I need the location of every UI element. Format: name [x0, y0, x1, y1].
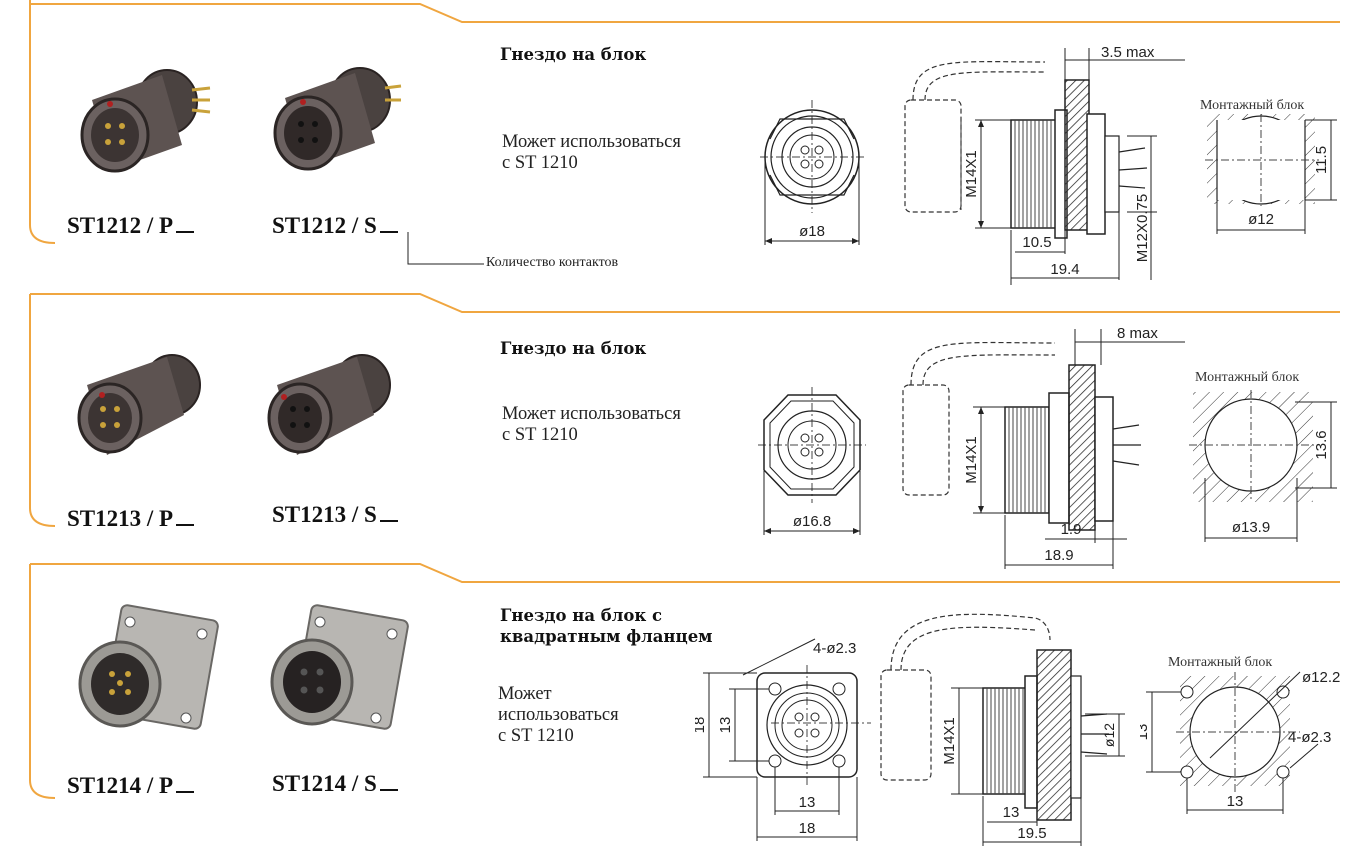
compatibility-note: Может использоваться с ST 1210: [502, 404, 681, 446]
front-view-drawing: ø18: [760, 100, 864, 245]
product-photo-st1213-p: [77, 354, 201, 455]
dim-cutout-holes: 4-ø2.3: [1288, 729, 1331, 746]
model-label-s: ST1212 / S: [272, 213, 398, 239]
dim-flange-height: 18: [695, 717, 708, 734]
dim-front-diameter: ø16.8: [793, 513, 831, 530]
section-heading: Гнездо на блок с квадратным фланцем: [500, 605, 713, 647]
compat-line: с ST 1210: [498, 726, 574, 746]
compatibility-note: Может использоваться с ST 1210: [498, 684, 619, 747]
product-section-st1213: ST1213 / P ST1213 / S Гнездо на блок Мож…: [0, 290, 1361, 569]
mount-cutout-drawing: 11.5 ø12: [1205, 114, 1337, 234]
dim-cutout-diameter: ø12: [1248, 211, 1274, 228]
model-text: ST1213 / P: [67, 506, 174, 531]
model-label-s: ST1213 / S: [272, 502, 398, 528]
mount-cutout-drawing: 13.6 ø13.9: [1189, 390, 1337, 542]
dim-length-2: 18.9: [1044, 547, 1073, 564]
dim-thread: M14X1: [941, 717, 958, 765]
dim-cutout-height: 13: [1140, 724, 1151, 741]
contact-count-leader: [407, 232, 484, 265]
product-photo-st1213-s: [267, 354, 391, 455]
mount-label: Монтажный блок: [1200, 98, 1305, 113]
heading-line: Гнездо на блок с: [500, 606, 663, 625]
mount-cutout-drawing: ø12.2 4-ø2.3 13 13: [1140, 670, 1340, 814]
dim-length-2: 19.5: [1017, 825, 1046, 842]
model-text: ST1213 / S: [272, 502, 377, 527]
compat-line: с ST 1210: [502, 425, 578, 445]
compatibility-note: Может использоваться с ST 1210: [502, 132, 681, 174]
product-section-st1212: ST1212 / P ST1212 / S Количество контакт…: [0, 0, 1361, 290]
section-frame: [29, 563, 1340, 799]
dim-cutout-height: 13.6: [1313, 430, 1330, 459]
mount-label: Монтажный блок: [1168, 655, 1273, 670]
compat-line: с ST 1210: [502, 153, 578, 173]
model-text: ST1212 / P: [67, 213, 174, 238]
dim-hole-spacing-v: 13: [717, 717, 734, 734]
model-text: ST1214 / S: [272, 771, 377, 796]
dim-hole-spacing-h: 13: [799, 794, 816, 811]
product-photo-st1212-s: [273, 67, 402, 171]
dim-length-1: 1.9: [1061, 521, 1082, 538]
side-view-drawing: M14X1 3.5 max 10.5 19.4 M12X0.75: [904, 44, 1185, 285]
model-text: ST1214 / P: [67, 773, 174, 798]
product-section-st1214: ST1214 / P ST1214 / S Гнездо на блок с к…: [0, 560, 1361, 849]
dim-rear-thread: M12X0.75: [1134, 194, 1151, 262]
side-view-drawing: M14X1 13 19.5 ø12: [880, 613, 1125, 846]
dim-max-panel: 3.5 max: [1101, 44, 1155, 61]
contact-count-label: Количество контактов: [486, 255, 619, 270]
heading-line: Гнездо на блок: [500, 45, 647, 64]
section-heading: Гнездо на блок: [500, 338, 646, 359]
model-label-p: ST1214 / P: [67, 773, 195, 799]
dim-cutout-height: 11.5: [1313, 146, 1330, 174]
side-view-drawing: M14X1 8 max 1.9 18.9: [902, 325, 1185, 569]
section-frame: [29, 0, 1340, 244]
dim-cutout-width: 13: [1227, 793, 1244, 810]
compat-line: Может использоваться: [502, 132, 681, 152]
heading-line: квадратным фланцем: [500, 627, 713, 646]
dim-front-diameter: ø18: [799, 223, 825, 240]
dim-thread: M14X1: [963, 150, 980, 198]
model-text: ST1212 / S: [272, 213, 377, 238]
dim-thread: M14X1: [963, 436, 980, 484]
dim-flange-holes: 4-ø2.3: [813, 640, 856, 657]
dim-max-panel: 8 max: [1117, 325, 1158, 342]
dim-flange-width: 18: [799, 820, 816, 837]
front-view-drawing: ø16.8: [758, 387, 866, 535]
section-frame: [29, 293, 1340, 527]
mount-label: Монтажный блок: [1195, 370, 1300, 385]
dim-length-2: 19.4: [1050, 261, 1079, 278]
model-label-p: ST1213 / P: [67, 506, 195, 532]
compat-line: использоваться: [498, 705, 619, 725]
compat-line: Может: [498, 684, 552, 704]
dim-length-1: 10.5: [1022, 234, 1051, 251]
dim-rear-diameter: ø12: [1101, 723, 1117, 747]
product-photo-st1212-p: [80, 69, 211, 173]
dim-length-1: 13: [1003, 804, 1020, 821]
dim-cutout-diameter: ø13.9: [1232, 519, 1270, 536]
front-view-drawing: 4-ø2.3 18 13 13 18: [695, 638, 871, 841]
dim-cutout-diameter: ø12.2: [1302, 670, 1340, 686]
compat-line: Может использоваться: [502, 404, 681, 424]
model-label-s: ST1214 / S: [272, 771, 398, 797]
model-label-p: ST1212 / P: [67, 213, 195, 239]
product-photo-st1214-s: [270, 604, 409, 730]
section-heading: Гнездо на блок: [500, 44, 646, 65]
product-photo-st1214-p: [78, 604, 219, 730]
heading-line: Гнездо на блок: [500, 339, 647, 358]
